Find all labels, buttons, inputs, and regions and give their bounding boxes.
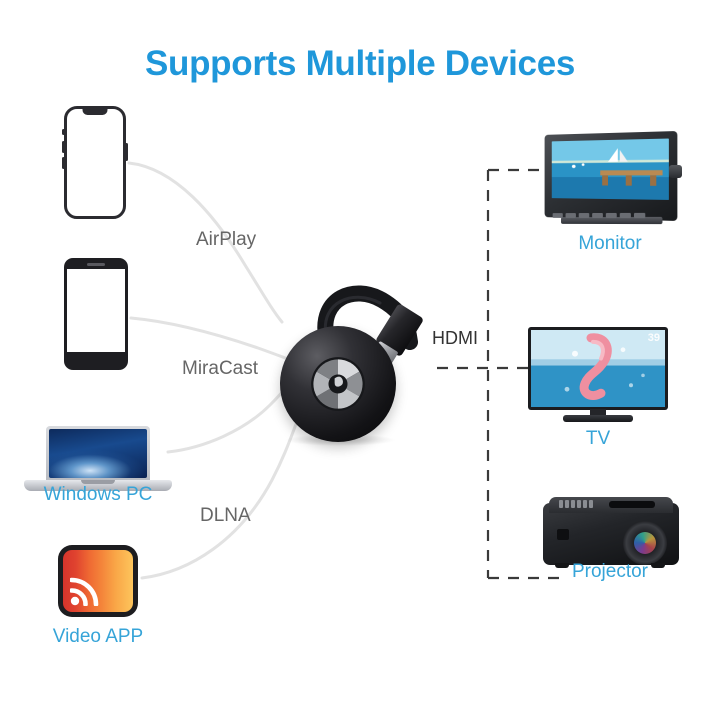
projector-control-keys[interactable] [559, 500, 593, 508]
tv-bezel: 39 [528, 327, 668, 410]
iphone-power-button [125, 143, 128, 161]
tv-screen: 39 [531, 330, 665, 407]
projector-key[interactable] [583, 500, 587, 508]
projector-key[interactable] [577, 500, 581, 508]
android-screen [67, 269, 125, 352]
projector-key[interactable] [559, 500, 563, 508]
monitor-screen [551, 138, 669, 200]
label-video-app: Video APP [52, 626, 144, 647]
iphone-notch [82, 108, 108, 115]
projector-key[interactable] [565, 500, 569, 508]
source-device-video-app[interactable] [58, 545, 138, 617]
projector-key[interactable] [589, 500, 593, 508]
page-title: Supports Multiple Devices [144, 44, 576, 83]
label-protocol-miracast: MiraCast [182, 358, 259, 379]
iphone-mute-switch [62, 129, 65, 135]
label-projector: Projector [571, 561, 649, 582]
projector-lens-glass [634, 532, 656, 554]
tv-neck [590, 409, 606, 417]
monitor-screen-image [551, 138, 669, 200]
label-protocol-airplay: AirPlay [196, 229, 257, 250]
monitor-mount-knob [669, 165, 682, 178]
wireless-display-dongle[interactable] [258, 258, 458, 448]
monitor-control-buttons[interactable] [552, 212, 646, 219]
projector-foot [555, 563, 569, 568]
source-device-laptop[interactable] [24, 426, 172, 492]
monitor-button[interactable] [605, 212, 617, 219]
iphone-volume-up-button [62, 141, 65, 153]
projector-port [557, 529, 569, 540]
monitor-button[interactable] [552, 213, 563, 218]
monitor-button[interactable] [565, 213, 576, 218]
projector-vent [609, 501, 655, 508]
source-device-android-phone[interactable] [64, 258, 128, 370]
output-device-projector[interactable] [543, 497, 679, 569]
monitor-bezel [544, 130, 678, 222]
projector-top-panel [549, 497, 673, 513]
label-windows-pc: Windows PC [43, 484, 153, 505]
tv-stand [563, 415, 633, 422]
label-tv: TV [585, 428, 611, 449]
laptop-lid [46, 426, 150, 481]
projector-key[interactable] [571, 500, 575, 508]
tv-screen-image [531, 330, 665, 407]
output-device-monitor[interactable] [540, 130, 682, 230]
tv-size-badge: 39 [647, 332, 660, 344]
monitor-button[interactable] [578, 213, 590, 218]
cast-waves-icon [70, 577, 99, 606]
monitor-button[interactable] [592, 212, 603, 219]
laptop-screen [49, 429, 147, 478]
iphone-volume-down-button [62, 157, 65, 169]
laptop-base [24, 480, 172, 491]
projector-foot [651, 563, 665, 568]
monitor-button[interactable] [633, 212, 646, 219]
projector-lens [623, 521, 667, 565]
laptop-latch [81, 480, 115, 484]
label-hdmi: HDMI [432, 328, 478, 348]
output-device-tv[interactable]: 39 [528, 327, 668, 425]
label-monitor: Monitor [578, 233, 642, 254]
label-protocol-dlna: DLNA [200, 505, 251, 526]
video-app-icon-face [63, 550, 133, 612]
dongle-body-disc [280, 326, 396, 442]
monitor-button[interactable] [619, 212, 631, 219]
source-device-iphone[interactable] [62, 106, 128, 219]
android-earpiece-speaker [87, 263, 105, 266]
aperture-icon [311, 357, 365, 411]
